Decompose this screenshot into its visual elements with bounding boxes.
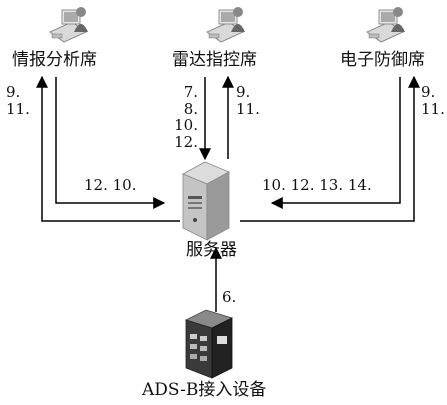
ew-down-messages: 10. 12. 13. 14.: [262, 176, 372, 194]
message-label: 11.: [421, 99, 445, 118]
ew-workstation-icon: [366, 7, 405, 43]
arrow-server-to-ew: [240, 75, 420, 222]
message-label: 9.: [6, 83, 21, 101]
arrow-ew-to-server: [270, 77, 401, 209]
arrow-server-to-intel: [36, 75, 180, 222]
message-label: 7.: [183, 83, 198, 101]
ew-station-label: 电子防御席: [340, 50, 425, 70]
server-icon: [182, 161, 230, 241]
message-label: 9.: [236, 83, 251, 101]
intel-station-label: 情报分析席: [12, 50, 97, 70]
radar-up-messages: 9. 11.: [236, 84, 260, 117]
radar-workstation-icon: [206, 7, 245, 43]
radar-down-messages: 7. 8. 10. 12.: [172, 84, 198, 150]
message-label: 11.: [6, 99, 30, 118]
intel-workstation-icon: [49, 7, 88, 43]
message-label: 8.: [183, 99, 198, 118]
arrow-intel-to-server: [55, 77, 166, 209]
server-label: 服务器: [186, 240, 237, 260]
adsb-device-label: ADS-B接入设备: [142, 380, 267, 400]
intel-up-messages: 9. 11.: [6, 84, 30, 117]
device-rack-icon: [184, 309, 234, 379]
message-label: 10.: [174, 116, 198, 134]
message-label: 11.: [236, 99, 260, 118]
intel-down-messages: 12. 10.: [84, 176, 137, 194]
ew-up-messages: 9. 11.: [421, 84, 445, 117]
adsb-up-messages: 6.: [222, 288, 237, 306]
message-label: 12.: [174, 132, 198, 151]
radar-station-label: 雷达指控席: [172, 50, 257, 70]
message-label: 9.: [421, 83, 436, 101]
